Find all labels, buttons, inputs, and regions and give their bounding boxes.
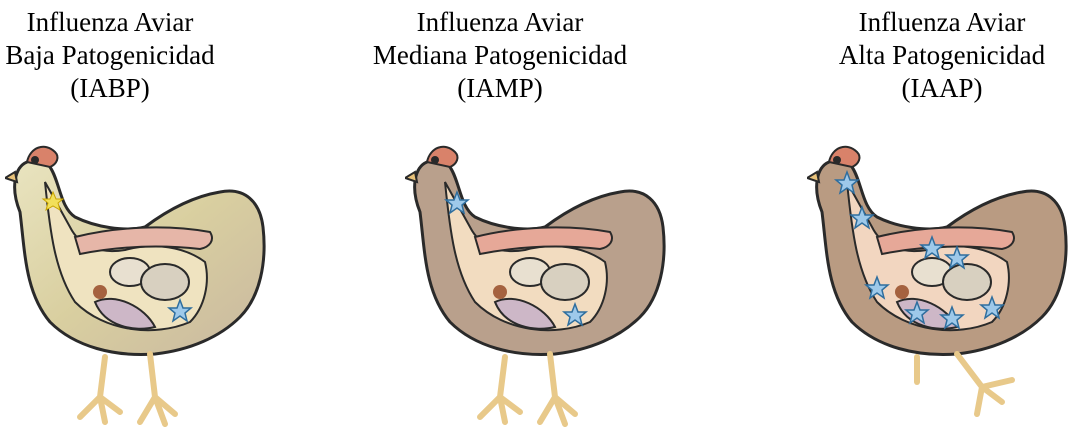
hen-anatomy-illustration bbox=[405, 132, 675, 432]
panel-high-pathogenicity: Influenza Aviar Alta Patogenicidad (IAAP… bbox=[792, 0, 1092, 438]
caption-subtitle: Mediana Patogenicidad bbox=[350, 39, 650, 72]
caption-abbreviation: (IAMP) bbox=[350, 72, 650, 105]
caption-low: Influenza Aviar Baja Patogenicidad (IABP… bbox=[0, 6, 260, 105]
caption-subtitle: Baja Patogenicidad bbox=[0, 39, 260, 72]
caption-title: Influenza Aviar bbox=[792, 6, 1092, 39]
panel-low-pathogenicity: Influenza Aviar Baja Patogenicidad (IABP… bbox=[0, 0, 260, 438]
caption-title: Influenza Aviar bbox=[0, 6, 260, 39]
panel-medium-pathogenicity: Influenza Aviar Mediana Patogenicidad (I… bbox=[350, 0, 650, 438]
caption-abbreviation: (IAAP) bbox=[792, 72, 1092, 105]
hen-anatomy-illustration bbox=[5, 132, 275, 432]
caption-title: Influenza Aviar bbox=[350, 6, 650, 39]
caption-medium: Influenza Aviar Mediana Patogenicidad (I… bbox=[350, 6, 650, 105]
hen-anatomy-illustration bbox=[807, 132, 1087, 432]
caption-abbreviation: (IABP) bbox=[0, 72, 260, 105]
caption-high: Influenza Aviar Alta Patogenicidad (IAAP… bbox=[792, 6, 1092, 105]
caption-subtitle: Alta Patogenicidad bbox=[792, 39, 1092, 72]
